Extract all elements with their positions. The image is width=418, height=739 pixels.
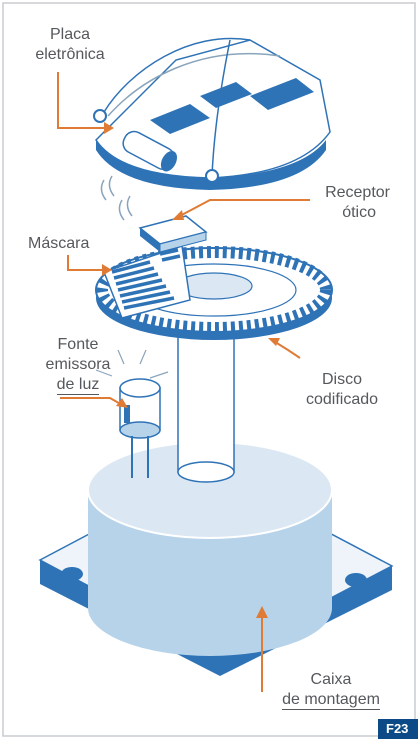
label-fonte-line3-text: de luz bbox=[56, 376, 100, 395]
label-caixa-line2-text: de montagem bbox=[282, 691, 380, 710]
figure-tag: F23 bbox=[386, 721, 409, 736]
leader-placa bbox=[57, 72, 112, 129]
leader-mascara bbox=[67, 255, 108, 271]
label-caixa-line1: Caixa bbox=[310, 671, 352, 688]
led-light-source bbox=[95, 349, 169, 478]
label-receptor-otico: Receptor ótico bbox=[290, 183, 390, 223]
label-receptor-line1: Receptor bbox=[325, 184, 390, 201]
optical-receiver bbox=[100, 175, 208, 253]
label-disco-line1: Disco bbox=[321, 371, 362, 388]
label-caixa-line2: de montagem bbox=[268, 690, 394, 710]
mask bbox=[103, 245, 191, 319]
label-fonte-line3: de luz bbox=[34, 375, 122, 395]
label-placa-line1: Placa bbox=[49, 26, 91, 43]
label-fonte-line1: Fonte bbox=[57, 336, 99, 353]
electronic-board bbox=[93, 37, 331, 190]
figure-tag-bg bbox=[378, 719, 418, 739]
label-disco-codificado: Disco codificado bbox=[292, 370, 392, 410]
leader-receptor bbox=[175, 199, 310, 219]
label-fonte-emissora-de-luz: Fonte emissora de luz bbox=[34, 335, 122, 395]
label-caixa-de-montagem: Caixa de montagem bbox=[268, 670, 394, 710]
label-receptor-line2: ótico bbox=[342, 204, 376, 221]
label-mascara-text: Máscara bbox=[28, 235, 90, 252]
label-placa-line2: eletrônica bbox=[35, 46, 105, 63]
label-disco-line2: codificado bbox=[305, 391, 379, 408]
label-mascara: Máscara bbox=[28, 234, 89, 254]
leader-arrowheads bbox=[102, 122, 280, 618]
label-placa-eletronica: Placa eletrônica bbox=[30, 25, 110, 65]
leader-disco bbox=[271, 339, 301, 359]
leader-lines bbox=[57, 72, 310, 692]
leader-fonte bbox=[60, 397, 125, 407]
label-fonte-line2: emissora bbox=[45, 356, 111, 373]
